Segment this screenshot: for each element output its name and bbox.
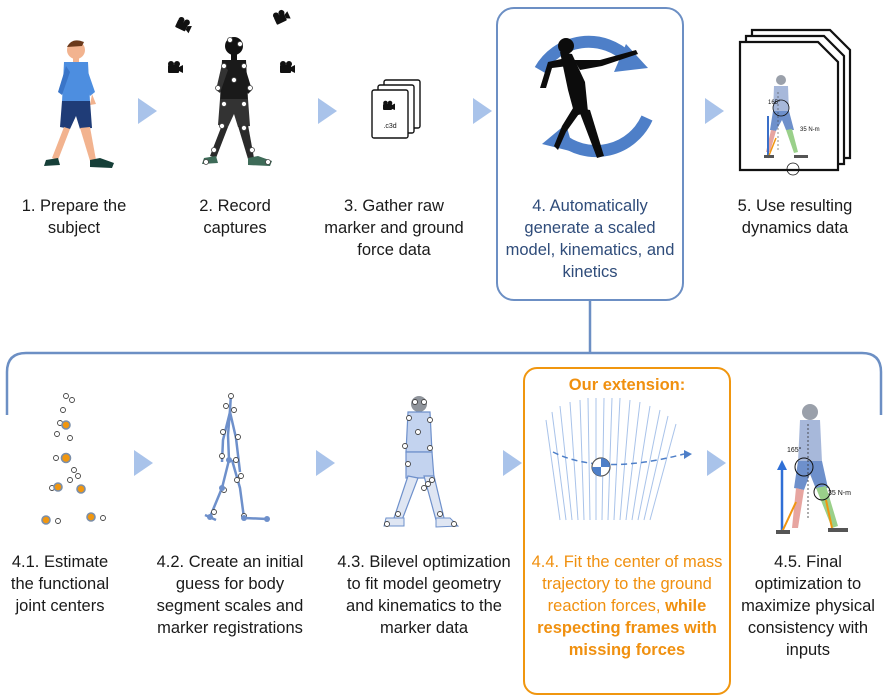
model-fit-icon <box>383 396 460 528</box>
step-3-caption: 3. Gather raw marker and ground force da… <box>324 197 464 259</box>
flow-arrow-4 <box>705 98 724 124</box>
step-1-caption: 1. Prepare the subject <box>21 197 127 237</box>
flow-arrow-8 <box>707 450 726 476</box>
com-trajectory-icon <box>545 397 692 521</box>
result-torque-label: 35 N-m <box>800 127 820 133</box>
bottom-flow-arrows <box>134 450 726 476</box>
dancer-silhouette-icon <box>540 38 638 158</box>
substep-4-4-caption: 4.4. Fit the center of mass trajectory t… <box>528 551 726 661</box>
substep-4-4-text: 4.4. Fit the center of mass trajectory t… <box>531 553 723 615</box>
substep-4-1-caption: 4.1. Estimate the functional joint cente… <box>10 553 110 615</box>
result-pages-icon: 165° 35 N-m <box>738 28 852 176</box>
substep-4-3-caption: 4.3. Bilevel optimization to fit model g… <box>337 553 511 637</box>
flow-arrow-5 <box>134 450 153 476</box>
substep-4-4-bold: while respecting frames with missing for… <box>537 597 717 659</box>
flow-arrow-2 <box>318 98 337 124</box>
walking-subject-icon <box>44 40 114 168</box>
substep-4-5-caption: 4.5. Final optimization to maximize phys… <box>741 553 875 659</box>
joint-center-markers-icon <box>41 393 106 525</box>
flow-arrow-3 <box>473 98 492 124</box>
capture-subject-icon <box>202 37 272 166</box>
top-flow-arrows <box>138 98 724 124</box>
extension-header: Our extension: <box>568 376 686 394</box>
substep-4-2-caption: 4.2. Create an initial guess for body se… <box>156 553 304 637</box>
step-2-caption: 2. Record captures <box>199 197 271 237</box>
extension-box <box>523 367 731 695</box>
highlight-box-step-4 <box>496 7 684 301</box>
final-angle-label: 165° <box>787 446 802 454</box>
camera-icon <box>168 9 295 73</box>
final-torque-label: 35 N-m <box>828 490 851 497</box>
result-angle-label: 165° <box>768 100 781 106</box>
cycle-arrows-icon <box>534 35 653 157</box>
flow-arrow-7 <box>503 450 522 476</box>
flow-arrow-1 <box>138 98 157 124</box>
step-5-caption: 5. Use resulting dynamics data <box>737 197 853 237</box>
final-optimization-icon: 165° 35 N-m <box>776 404 851 534</box>
c3d-file-label: .c3d <box>383 123 396 130</box>
step-4-caption: 4. Automatically generate a scaled model… <box>505 197 675 281</box>
flow-arrow-6 <box>316 450 335 476</box>
force-arrows <box>545 397 677 521</box>
connector-bracket <box>5 301 883 415</box>
c3d-file-icon: .c3d <box>371 79 421 139</box>
skeleton-guess-icon <box>204 393 270 522</box>
